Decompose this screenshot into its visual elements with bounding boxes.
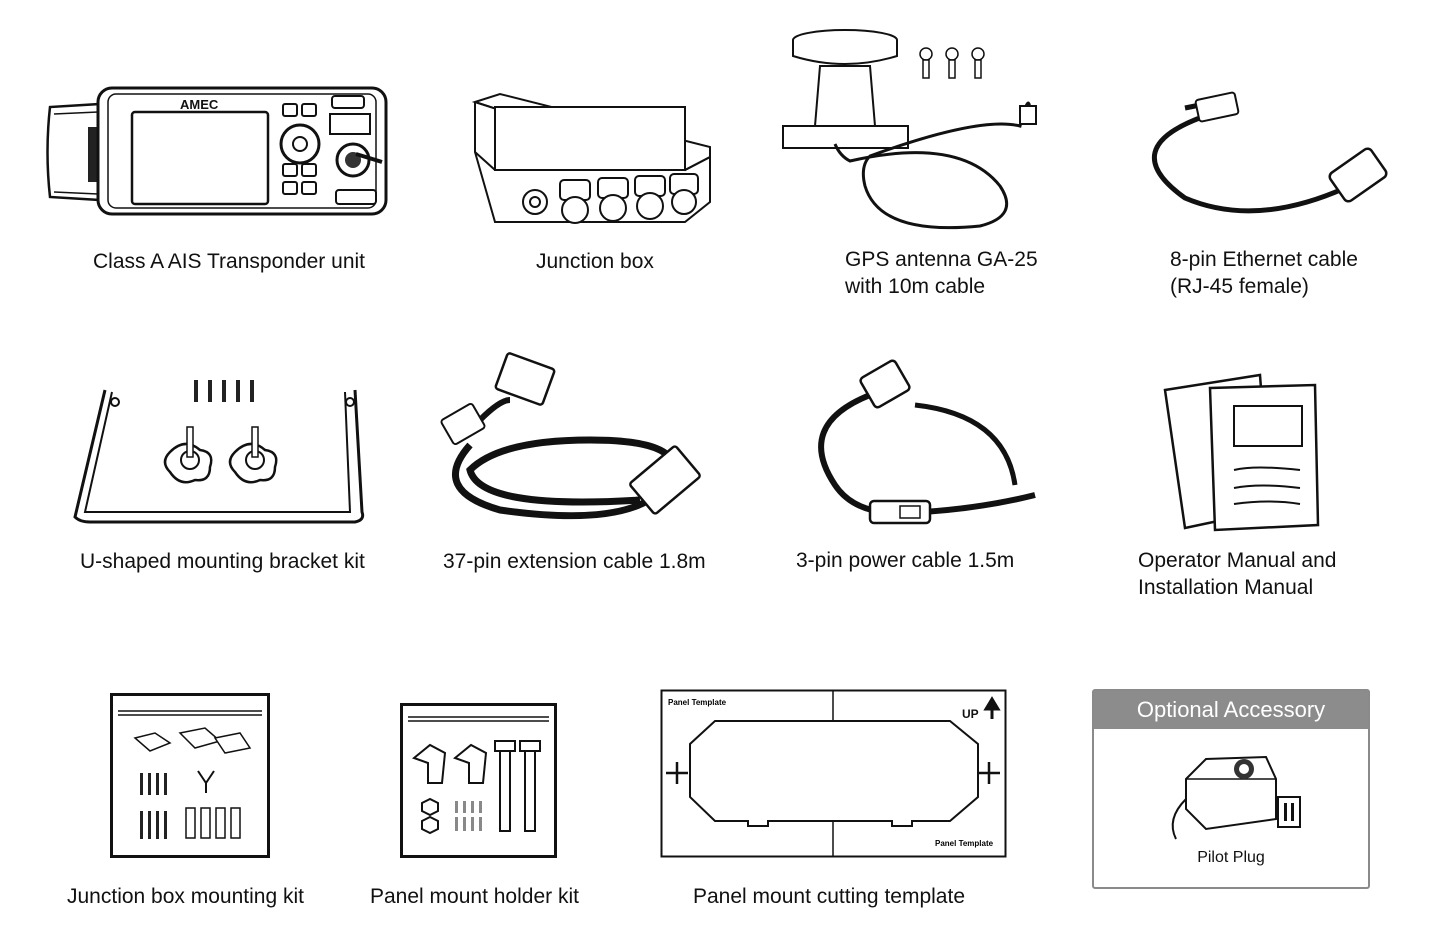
caption-ethernet-line1: 8-pin Ethernet cable: [1170, 248, 1358, 271]
caption-cutting-template: Panel mount cutting template: [693, 885, 965, 908]
caption-jb-mount-kit: Junction box mounting kit: [67, 885, 304, 908]
caption-bracket-kit: U-shaped mounting bracket kit: [80, 550, 365, 573]
template-up-label: UP: [962, 707, 979, 721]
power-cable-illustration: [818, 359, 1036, 525]
brand-logo: AMEC: [180, 97, 219, 112]
caption-junction-box: Junction box: [536, 250, 654, 273]
cutting-template-illustration: Panel Template Panel Template UP: [660, 689, 1007, 858]
transponder-illustration: AMEC: [46, 86, 388, 216]
junction-box-illustration: [471, 92, 711, 224]
bracket-kit-illustration: [73, 380, 365, 524]
extension-cable-illustration: [440, 352, 701, 520]
caption-gps-line2: with 10m cable: [845, 275, 986, 298]
caption-manuals-line1: Operator Manual and: [1138, 549, 1337, 572]
caption-manuals-line2: Installation Manual: [1138, 576, 1314, 599]
pilot-plug-label: Pilot Plug: [1197, 849, 1265, 866]
caption-ethernet-line2: (RJ-45 female): [1170, 275, 1309, 298]
caption-power-cable: 3-pin power cable 1.5m: [796, 549, 1015, 572]
ethernet-cable-illustration: [1151, 91, 1388, 214]
caption-ethernet-cable: 8-pin Ethernet cable (RJ-45 female): [1170, 246, 1358, 300]
panel-holder-kit-illustration: [400, 703, 557, 858]
pilot-plug-illustration: [1171, 755, 1301, 840]
jb-mount-kit-illustration: [110, 693, 270, 858]
manuals-illustration: [1163, 373, 1320, 532]
caption-gps-line1: GPS antenna GA-25: [845, 248, 1038, 271]
template-label-bottom: Panel Template: [935, 839, 994, 848]
optional-accessory-header: Optional Accessory: [1094, 691, 1368, 729]
caption-panel-holder-kit: Panel mount holder kit: [370, 885, 579, 908]
caption-transponder: Class A AIS Transponder unit: [93, 250, 365, 273]
caption-gps-antenna: GPS antenna GA-25 with 10m cable: [845, 246, 1038, 300]
optional-accessory-box: Optional Accessory Pilot Plug: [1092, 689, 1370, 889]
up-arrow-icon: [983, 696, 1001, 719]
gps-antenna-illustration: [782, 29, 1037, 230]
template-label-top: Panel Template: [668, 698, 727, 707]
caption-manuals: Operator Manual and Installation Manual: [1138, 547, 1336, 601]
caption-extension-cable: 37-pin extension cable 1.8m: [443, 550, 706, 573]
